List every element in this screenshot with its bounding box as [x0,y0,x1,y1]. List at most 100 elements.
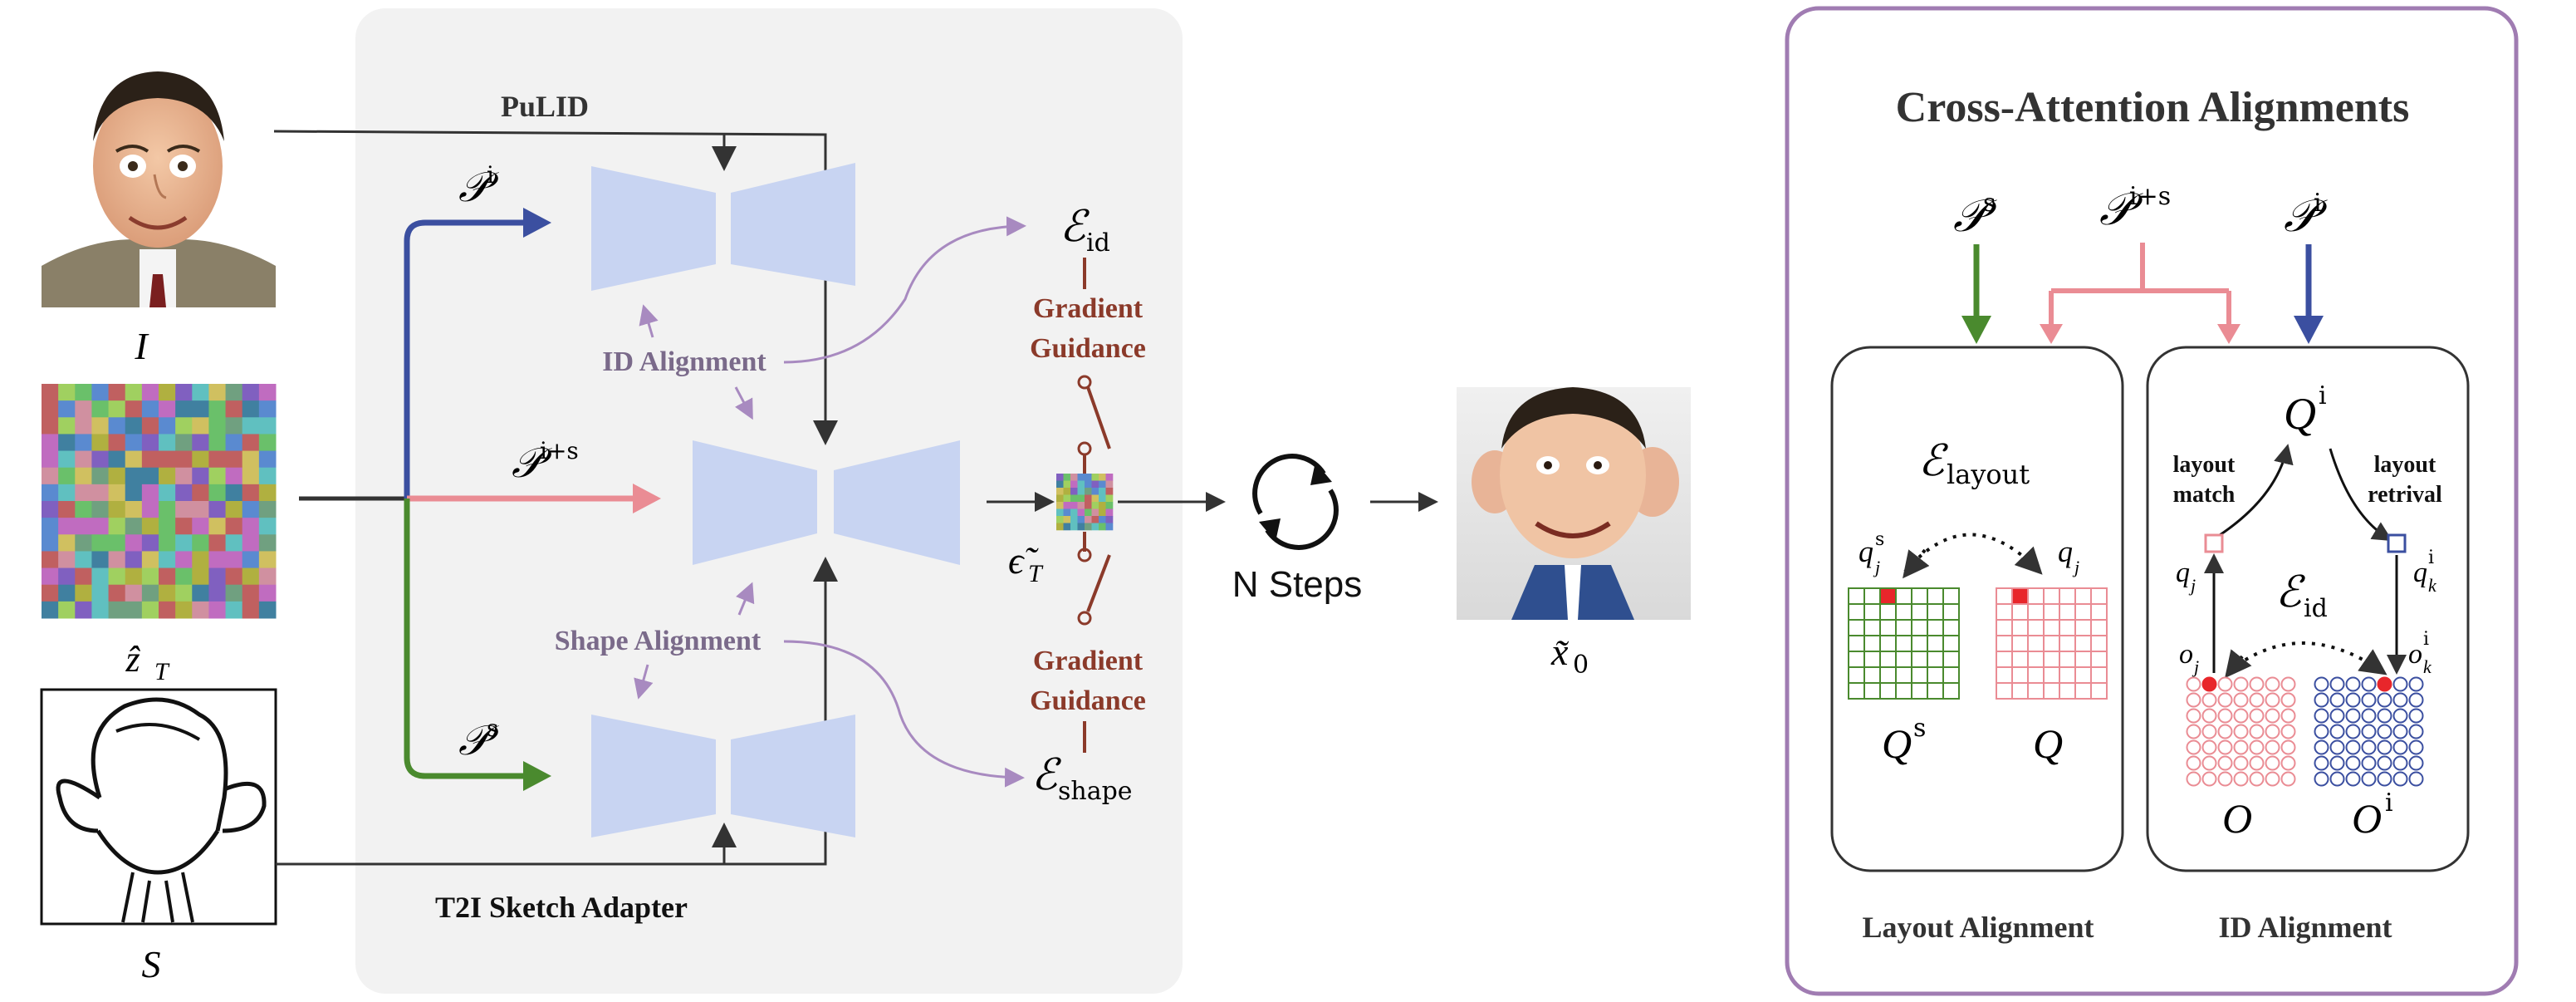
gradient-guidance-bottom-2: Guidance [1030,685,1146,716]
noise-cell [141,400,159,418]
eps-cell [1085,494,1092,503]
svg-text:layout: layout [1947,459,2030,490]
grid-circle [2392,739,2408,755]
grid-circle [2265,755,2280,771]
noise-cell [108,601,126,619]
noise-cell [242,467,260,485]
svg-text:id: id [1086,228,1110,258]
noise-cell [208,467,227,485]
noise-cell [141,450,159,469]
noise-cell [125,601,143,619]
grid-cell [2043,603,2060,621]
grid-cell [1895,682,1912,700]
grid-circle [2201,724,2217,739]
grid-cell [1927,651,1944,668]
grid-circle [2377,692,2392,708]
noise-cell [42,417,59,435]
noise-cell [75,384,92,401]
eps-latent [1056,474,1114,531]
noise-cell [258,467,277,485]
prompt-both-label: 𝒫 i+s [512,437,579,486]
noise-cell [208,518,227,535]
noise-cell [42,400,59,418]
grid-circle [2377,724,2392,739]
noise-cell [42,384,59,401]
eps-cell [1091,502,1099,509]
svg-text:O: O [2352,795,2382,842]
noise-cell [159,400,176,418]
noise-cell [75,400,92,418]
eps-cell [1077,523,1085,531]
grid-circle [2233,755,2249,771]
noise-cell [192,584,209,602]
grid-cell [1911,587,1928,605]
grid-cell [2059,651,2076,668]
noise-cell [225,551,243,569]
noise-cell [58,417,76,435]
noise-cell [159,551,176,569]
layout-alignment-box [1830,346,2124,872]
noise-cell [192,601,209,619]
noise-cell [208,450,227,469]
qj-id-label: q j [2176,557,2196,596]
grid-circle [2233,676,2249,692]
noise-cell [192,501,209,518]
grid-cell [1895,619,1912,636]
layout-match-1: layout [2173,452,2236,478]
grid-circle [2233,771,2249,787]
noise-cell [58,551,76,569]
noise-cell [125,384,143,401]
eps-cell [1056,502,1064,509]
noise-cell [108,567,126,586]
grid-cell [1942,619,1960,636]
eps-cell [1077,480,1085,489]
grid-cell [1942,666,1960,684]
switch-top [1077,375,1111,475]
noise-cell [141,551,159,569]
noise-cell [159,384,176,401]
svg-text:q: q [2176,557,2190,588]
noise-cell [58,534,76,552]
retrival-arrow [2329,448,2393,542]
n-steps-label: N Steps [1232,564,1363,605]
noise-cell [175,467,193,485]
grid-circle [2217,676,2233,692]
eps-cell [1105,516,1114,523]
eps-cell [1099,488,1106,495]
noise-cell [91,601,110,619]
noise-cell [208,601,227,619]
grid-cell [1848,666,1865,684]
eid-panel-label: ℰ id [2275,569,2328,623]
eps-cell [1105,474,1114,481]
svg-text:q: q [2413,557,2427,588]
grid-cell [2043,651,2060,668]
eps-cell [1099,523,1106,531]
noise-cell [242,450,260,469]
noise-cell [75,501,92,518]
noise-cell [91,467,110,485]
eps-cell [1070,516,1078,523]
grid-cell [2059,619,2076,636]
svg-text:s: s [1983,189,1996,218]
noise-cell [42,434,59,452]
noise-cell [225,384,243,401]
grid-cell [2074,619,2092,636]
grid-cell [2074,635,2092,652]
grid-cell [2074,603,2092,621]
grid-circle [2201,708,2217,724]
noise-cell [175,601,193,619]
grid-circle [2186,724,2201,739]
noise-cell [58,450,76,469]
eps-cell [1105,488,1114,495]
noise-cell [91,384,110,401]
eps-cell [1105,508,1114,517]
grid-cell [2074,682,2092,700]
eps-cell [1077,488,1085,495]
grid-circle [2265,771,2280,787]
id-alignment-label: ID Alignment [602,346,766,377]
noise-cell [108,434,126,452]
output-label: x̃ 0 [1550,631,1589,680]
grid-circle [2345,676,2361,692]
oi-circle-grid [2314,676,2424,787]
noise-cell [91,584,110,602]
